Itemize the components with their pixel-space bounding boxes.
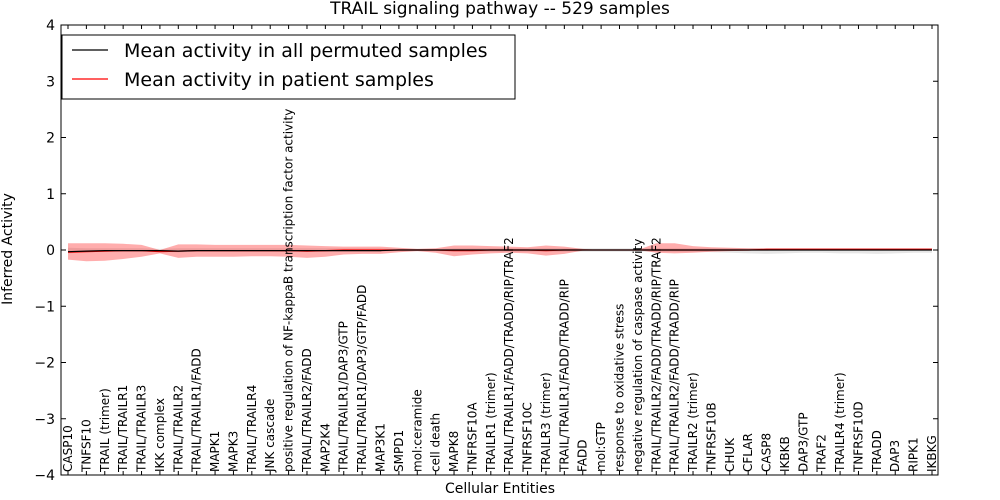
entity-label: RIPK1 [907,437,921,472]
entity-label: TRAIL/TRAILR3 [135,385,149,473]
entity-label: mol:ceramide [410,389,424,472]
y-tick-label: −1 [34,299,55,315]
entity-label: TRAIL/TRAILR2/FADD/TRADD/RIP/TRAF2 [649,237,663,473]
entity-label: DAP3/GTP [796,412,810,472]
legend-box [61,34,516,100]
entity-label: MAPK1 [208,431,222,472]
entity-label: CHUK [723,437,737,472]
entity-label: JNK cascade [263,399,277,473]
y-tick-label: 1 [46,187,55,203]
y-tick-label: 0 [46,243,55,259]
entity-label: TRAIL/TRAILR1/FADD/TRADD/RIP [557,279,571,473]
entity-label: TRAILR2 (trimer) [686,372,700,473]
plot-area [67,243,932,262]
entity-label: TRAIL/TRAILR1 [116,385,130,473]
entity-label: TRAILR3 (trimer) [539,372,553,473]
entity-label: SMPD1 [392,430,406,472]
entity-label: cell death [429,413,443,472]
entity-label: MAPK8 [447,431,461,472]
entity-label: TRADD [870,430,884,473]
y-tick-label: −3 [34,412,55,428]
y-tick-label: 2 [46,131,55,147]
legend: Mean activity in all permuted samples Me… [61,34,516,100]
entity-label: MAPK3 [226,431,240,472]
entity-label: TNFRSF10A [465,402,479,473]
entity-label: TRAIL/TRAILR2/FADD [300,348,314,473]
chart-title: TRAIL signaling pathway -- 529 samples [329,0,670,19]
entity-label: MAP2K4 [318,423,332,472]
entity-label: IKBKB [778,436,792,472]
entity-label: MAP3K1 [374,423,388,472]
entity-label: TRAIL/TRAILR1/FADD/TRADD/RIP/TRAF2 [502,237,516,473]
entity-label: TNFRSF10D [852,401,866,473]
entity-label: TRAIL/TRAILR1/FADD [190,348,204,473]
entity-label: response to oxidative stress [613,304,627,472]
x-axis-label: Cellular Entities [445,481,555,497]
entity-label: TRAILR1 (trimer) [484,372,498,473]
entity-label: mol:GTP [594,422,608,472]
entity-label: IKBKG [925,435,939,472]
entity-label: TNFRSF10B [704,402,718,473]
entity-label: IKK complex [153,398,167,472]
line-series-0 [67,249,932,253]
y-tick-label: 4 [46,18,55,34]
y-axis: −4 −3 −2 −1 0 1 2 3 4 [34,18,938,484]
legend-label-patient: Mean activity in patient samples [124,69,434,91]
entity-label: TRAIL (trimer) [98,388,112,473]
entity-label: DAP3 [888,440,902,472]
entity-label: TRAIL/TRAILR4 [245,385,259,473]
entity-label: TNFSF10 [79,419,93,473]
y-tick-label: −4 [34,468,55,484]
entity-label: TRAIL/TRAILR2/FADD/TRADD/RIP [668,279,682,473]
entity-label: CFLAR [741,433,755,472]
entity-label: TRAIL/TRAILR1/DAP3/GTP [337,321,351,473]
y-tick-label: −2 [34,356,55,372]
entity-label: CASP10 [61,425,75,472]
entity-label: negative regulation of caspase activity [631,239,645,472]
legend-label-permuted: Mean activity in all permuted samples [124,40,487,62]
x-axis-entities: CASP10 TNFSF10 TRAIL (trimer) TRAIL/TRAILR1… [61,25,939,475]
entity-label: positive regulation of NF-kappaB transcr… [282,109,296,472]
band-series-1 [68,243,932,262]
entity-label: CASP8 [760,433,774,472]
y-axis-label: Inferred Activity [0,193,16,305]
entity-label: TNFRSF10C [521,402,535,473]
band-series-0 [68,247,932,254]
entity-label: TRAILR4 (trimer) [833,372,847,473]
y-tick-label: 3 [46,74,55,90]
entity-label: FADD [576,440,590,473]
entity-label: TRAF2 [815,434,829,473]
entity-label: TRAIL/TRAILR2 [171,385,185,473]
entity-label: TRAIL/TRAILR1/DAP3/GTP/FADD [355,285,369,473]
